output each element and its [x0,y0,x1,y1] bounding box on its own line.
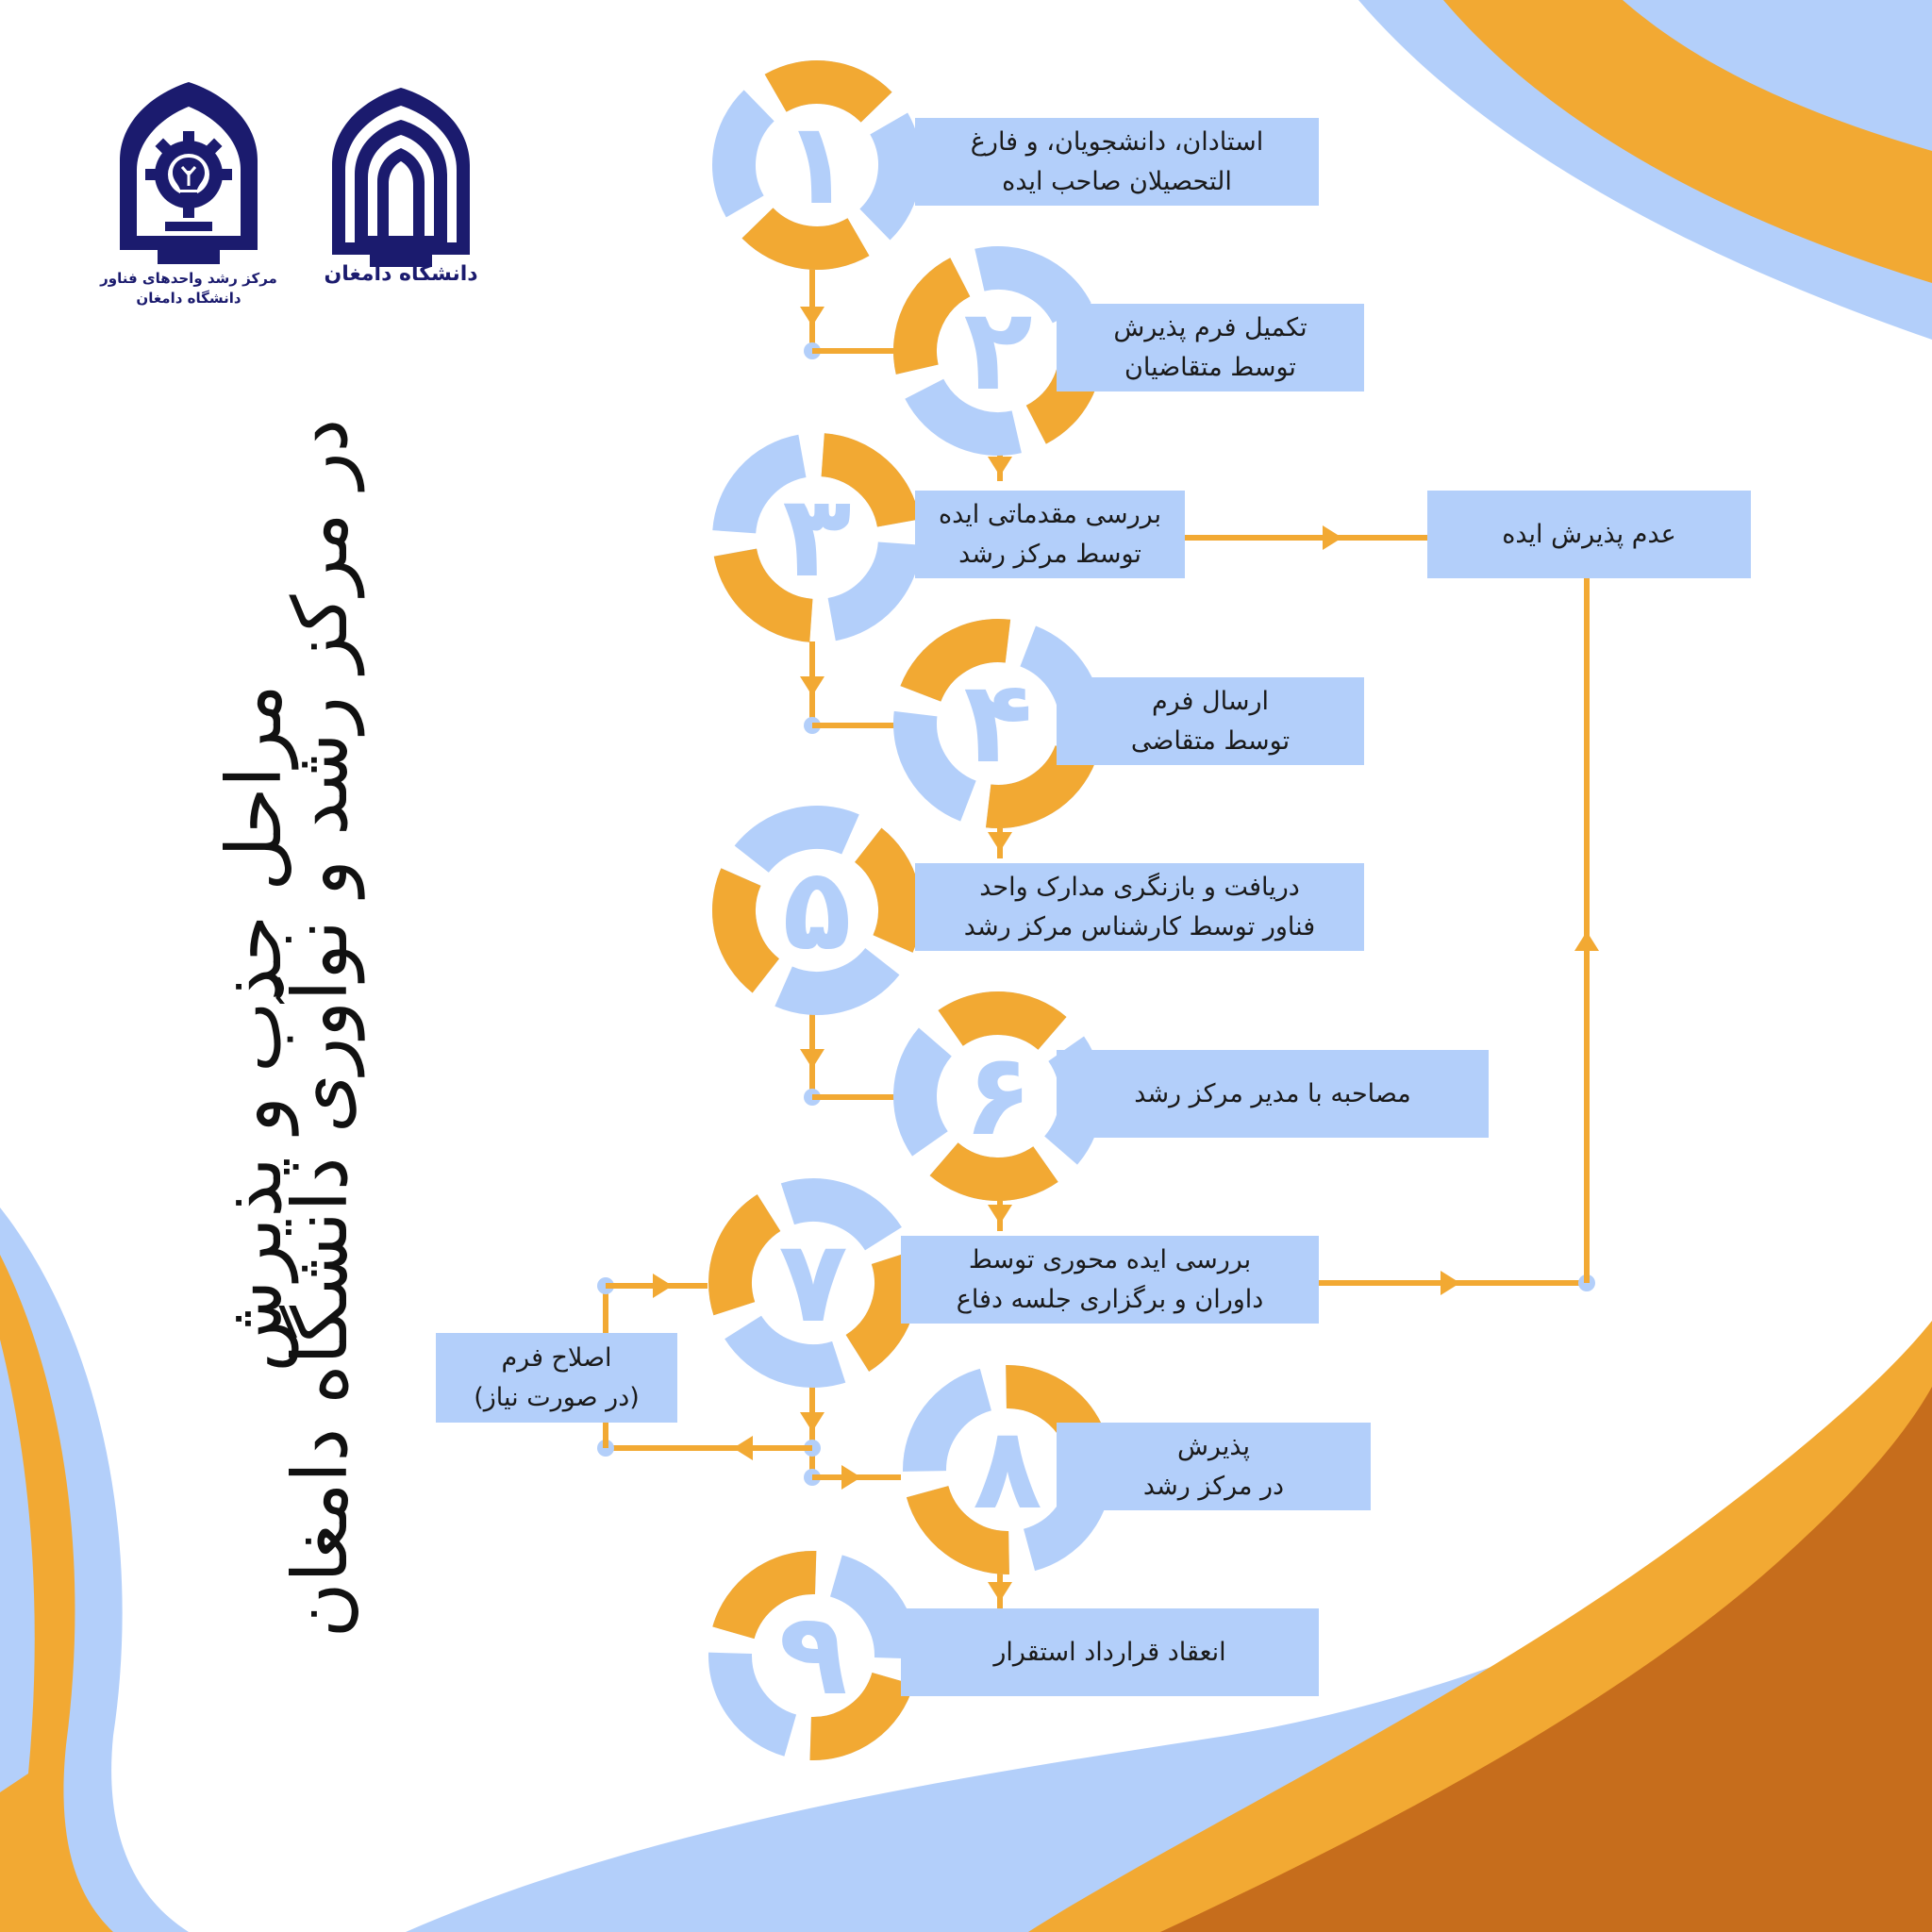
gear-lightbulb-icon [120,82,258,264]
step-6-number: ۶ [963,1030,1032,1161]
step-7-ring-blue [708,1178,918,1388]
step-1-number: ۱ [782,99,851,230]
step-5-circle-center [758,851,876,970]
university-logo-caption: دانشگاه دامغان [324,262,478,286]
arrow-7-8 [800,1412,824,1432]
step-6-box: مصاحبه با مدیر مرکز رشد [1057,1050,1489,1138]
wave-bottom-right-dark [1160,1387,1932,1932]
step-2-circle-center [939,291,1058,410]
arrow-8-9 [988,1582,1012,1602]
step-3-number: ۳ [782,472,851,603]
rejection-text: عدم پذیرش ایده [1502,519,1676,549]
step-5-box: دریافت و بازنگری مدارک واحد فناور توسط ک… [915,863,1364,951]
step-1-circle-center [758,106,876,225]
arrow-2-3 [988,457,1012,476]
step-8-box: پذیرش در مرکز رشد [1057,1423,1371,1510]
arrow-5-6 [800,1049,824,1069]
arch-emblem-icon [332,88,470,267]
arrow-to-revision [733,1436,753,1460]
step-7-circle-center [754,1224,873,1342]
step-8-text: پذیرش در مرکز رشد [1142,1431,1285,1501]
step-3-box: بررسی مقدماتی ایده توسط مرکز رشد [915,491,1185,578]
step-7-box: بررسی ایده محوری توسط داوران و برگزاری ج… [901,1236,1319,1324]
arrow-to-rejection [1574,931,1599,951]
step-9-ring-blue [708,1551,918,1760]
step-6-text: مصاحبه با مدیر مرکز رشد [1134,1078,1411,1108]
step-5-text: دریافت و بازنگری مدارک واحد فناور توسط ک… [963,872,1316,941]
step-9-box: انعقاد قرارداد استقرار [901,1608,1319,1696]
step-3-ring-blue [712,433,922,642]
arrow-7-8-right [841,1465,861,1490]
arrow-6-7 [988,1205,1012,1224]
step-8-number: ۸ [973,1404,1041,1535]
step-5-number: ۵ [782,844,851,975]
step-2-box: تکمیل فرم پذیرش توسط متقاضیان [1057,304,1364,391]
step-1-box: استادان، دانشجویان، و فارغ التحصیلان صاح… [915,118,1319,206]
university-logo: دانشگاه دامغان [321,80,481,297]
step-3-ring-orange [712,433,922,642]
revision-box: اصلاح فرم (در صورت نیاز) [436,1333,677,1423]
step-5-ring-blue [712,806,922,1015]
step-2-number: ۲ [963,285,1032,416]
step-2-text: تکمیل فرم پذیرش توسط متقاضیان [1113,312,1307,382]
step-7-text: بررسی ایده محوری توسط داوران و برگزاری ج… [956,1244,1264,1314]
step-7-ring-orange [708,1178,918,1388]
step-4-box: ارسال فرم توسط متقاضی [1057,677,1364,765]
incubator-logo-caption: مرکز رشد واحدهای فناور دانشگاه دامغان [100,270,277,307]
step-3-text: بررسی مقدماتی ایده توسط مرکز رشد [938,499,1162,569]
rejection-box: عدم پذیرش ایده [1427,491,1751,578]
wave-top-right-blue-inner [1623,0,1932,151]
arrow-3-rejection [1323,525,1342,550]
arrow-revision-to-7 [653,1274,673,1298]
revision-text: اصلاح فرم (در صورت نیاز) [474,1342,640,1412]
incubator-logo: مرکز رشد واحدهای فناور دانشگاه دامغان [100,80,277,316]
step-6-circle-center [939,1037,1058,1156]
step-6-ring-orange [893,991,1103,1201]
step-4-text: ارسال فرم توسط متقاضی [1130,686,1291,756]
step-4-circle-center [939,664,1058,783]
step-9-number: ۹ [778,1590,847,1721]
arrow-7-rejection [1441,1271,1460,1295]
step-9-text: انعقاد قرارداد استقرار [993,1637,1226,1667]
step-3-circle-center [758,478,876,597]
step-8-ring-orange [903,1365,1112,1574]
step-5-ring-orange [712,806,923,1015]
arrow-3-4 [800,676,824,696]
step-1-text: استادان، دانشجویان، و فارغ التحصیلان صاح… [970,126,1264,196]
step-7-number: ۷ [778,1217,847,1348]
step-1-ring-orange [712,59,922,270]
arrow-1-2 [800,307,824,326]
page-title-line-2: در مرکز رشد و نوآوری دانشگاه دامغان [276,418,364,1639]
step-9-ring-orange [708,1551,918,1760]
wave-bottom-left-blue-inner [0,1340,35,1792]
step-4-number: ۴ [963,658,1032,789]
step-8-circle-center [948,1410,1067,1529]
arrow-4-5 [988,832,1012,852]
step-9-circle-center [754,1596,873,1715]
